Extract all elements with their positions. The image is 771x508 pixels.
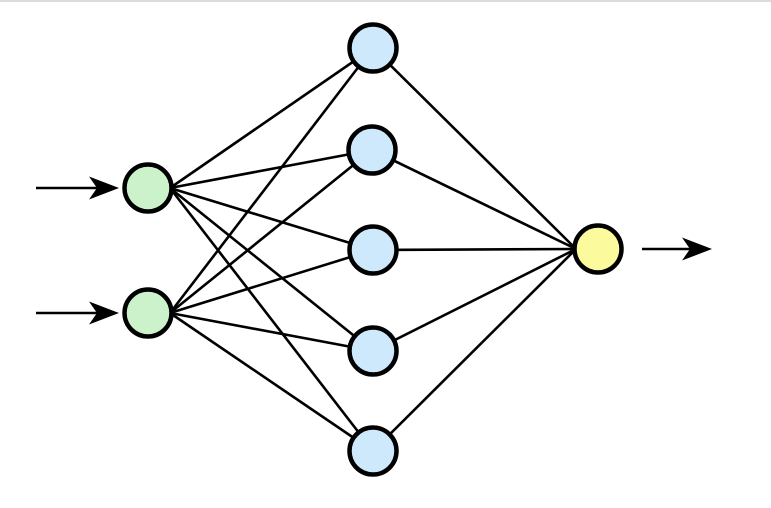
connection-input1-hidden3 [169, 186, 374, 252]
connection-input1-hidden1 [169, 46, 374, 190]
connection-input1-hidden4 [169, 186, 374, 353]
hidden-node-2 [346, 124, 398, 176]
hidden-node-1 [347, 22, 399, 74]
connection-input2-hidden5 [169, 311, 374, 453]
connection-input2-hidden4 [169, 311, 374, 353]
input-arrow-1-head-icon [89, 176, 119, 200]
connection-input1-hidden5 [168, 187, 375, 452]
connection-input2-hidden1 [168, 47, 375, 314]
connection-input1-hidden2 [169, 148, 373, 190]
connection-hidden2-output1 [371, 148, 577, 251]
output-arrow-1-head-icon [682, 237, 712, 261]
input-node-2 [122, 287, 174, 339]
output-node-1 [572, 223, 624, 275]
hidden-node-4 [347, 325, 399, 377]
connection-hidden5-output1 [372, 248, 577, 452]
connection-input2-hidden3 [169, 248, 374, 315]
connection-hidden1-output1 [372, 47, 577, 250]
window-top-edge [0, 0, 771, 2]
hidden-node-3 [347, 224, 399, 276]
input-arrow-2-head-icon [89, 301, 119, 325]
hidden-node-5 [347, 425, 399, 477]
connection-input2-hidden2 [169, 148, 373, 315]
connection-hidden3-output1 [372, 247, 577, 252]
input-node-1 [122, 162, 174, 214]
connection-hidden4-output1 [372, 247, 577, 353]
